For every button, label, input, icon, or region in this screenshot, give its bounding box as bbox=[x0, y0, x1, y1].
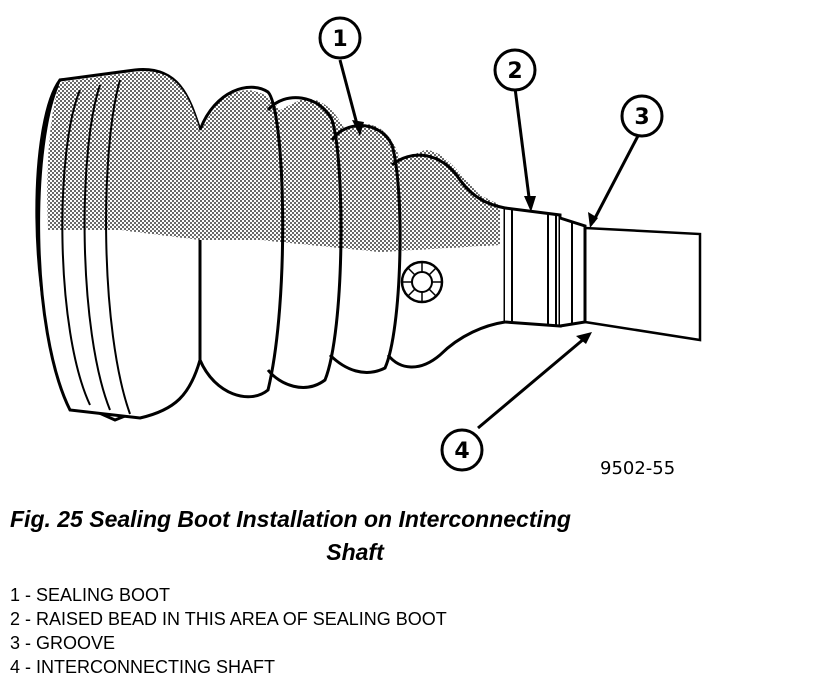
legend-number: 2 bbox=[10, 609, 21, 629]
callout-3: 3 bbox=[620, 94, 664, 138]
legend-number: 4 bbox=[10, 657, 21, 677]
legend-text: INTERCONNECTING SHAFT bbox=[36, 657, 276, 677]
legend: 1 - SEALING BOOT 2 - RAISED BEAD IN THIS… bbox=[10, 583, 447, 679]
legend-item: 2 - RAISED BEAD IN THIS AREA OF SEALING … bbox=[10, 609, 447, 629]
figure-code: 9502-55 bbox=[600, 458, 675, 479]
sealing-boot-diagram: 1 2 3 4 9502-55 bbox=[35, 16, 702, 479]
callout-2-number: 2 bbox=[507, 59, 522, 84]
legend-number: 1 bbox=[10, 585, 21, 605]
callout-1: 1 bbox=[318, 16, 362, 60]
callout-4: 4 bbox=[440, 428, 484, 472]
callout-3-number: 3 bbox=[634, 105, 649, 130]
figure-caption-line-1: Fig. 25 Sealing Boot Installation on Int… bbox=[10, 506, 571, 532]
legend-item: 3 - GROOVE bbox=[10, 633, 116, 653]
legend-text: SEALING BOOT bbox=[36, 585, 171, 605]
figure-caption-line-2: Shaft bbox=[326, 539, 384, 565]
legend-text: RAISED BEAD IN THIS AREA OF SEALING BOOT bbox=[36, 609, 447, 629]
leader-lines bbox=[338, 59, 642, 430]
callout-2: 2 bbox=[493, 48, 537, 92]
callout-1-number: 1 bbox=[332, 27, 347, 52]
legend-text: GROOVE bbox=[36, 633, 116, 653]
interconnecting-shaft bbox=[583, 226, 702, 342]
legend-number: 3 bbox=[10, 633, 21, 653]
callout-4-number: 4 bbox=[454, 439, 469, 464]
legend-item: 4 - INTERCONNECTING SHAFT bbox=[10, 657, 276, 677]
sealing-boot bbox=[35, 68, 587, 422]
legend-item: 1 - SEALING BOOT bbox=[10, 585, 171, 605]
